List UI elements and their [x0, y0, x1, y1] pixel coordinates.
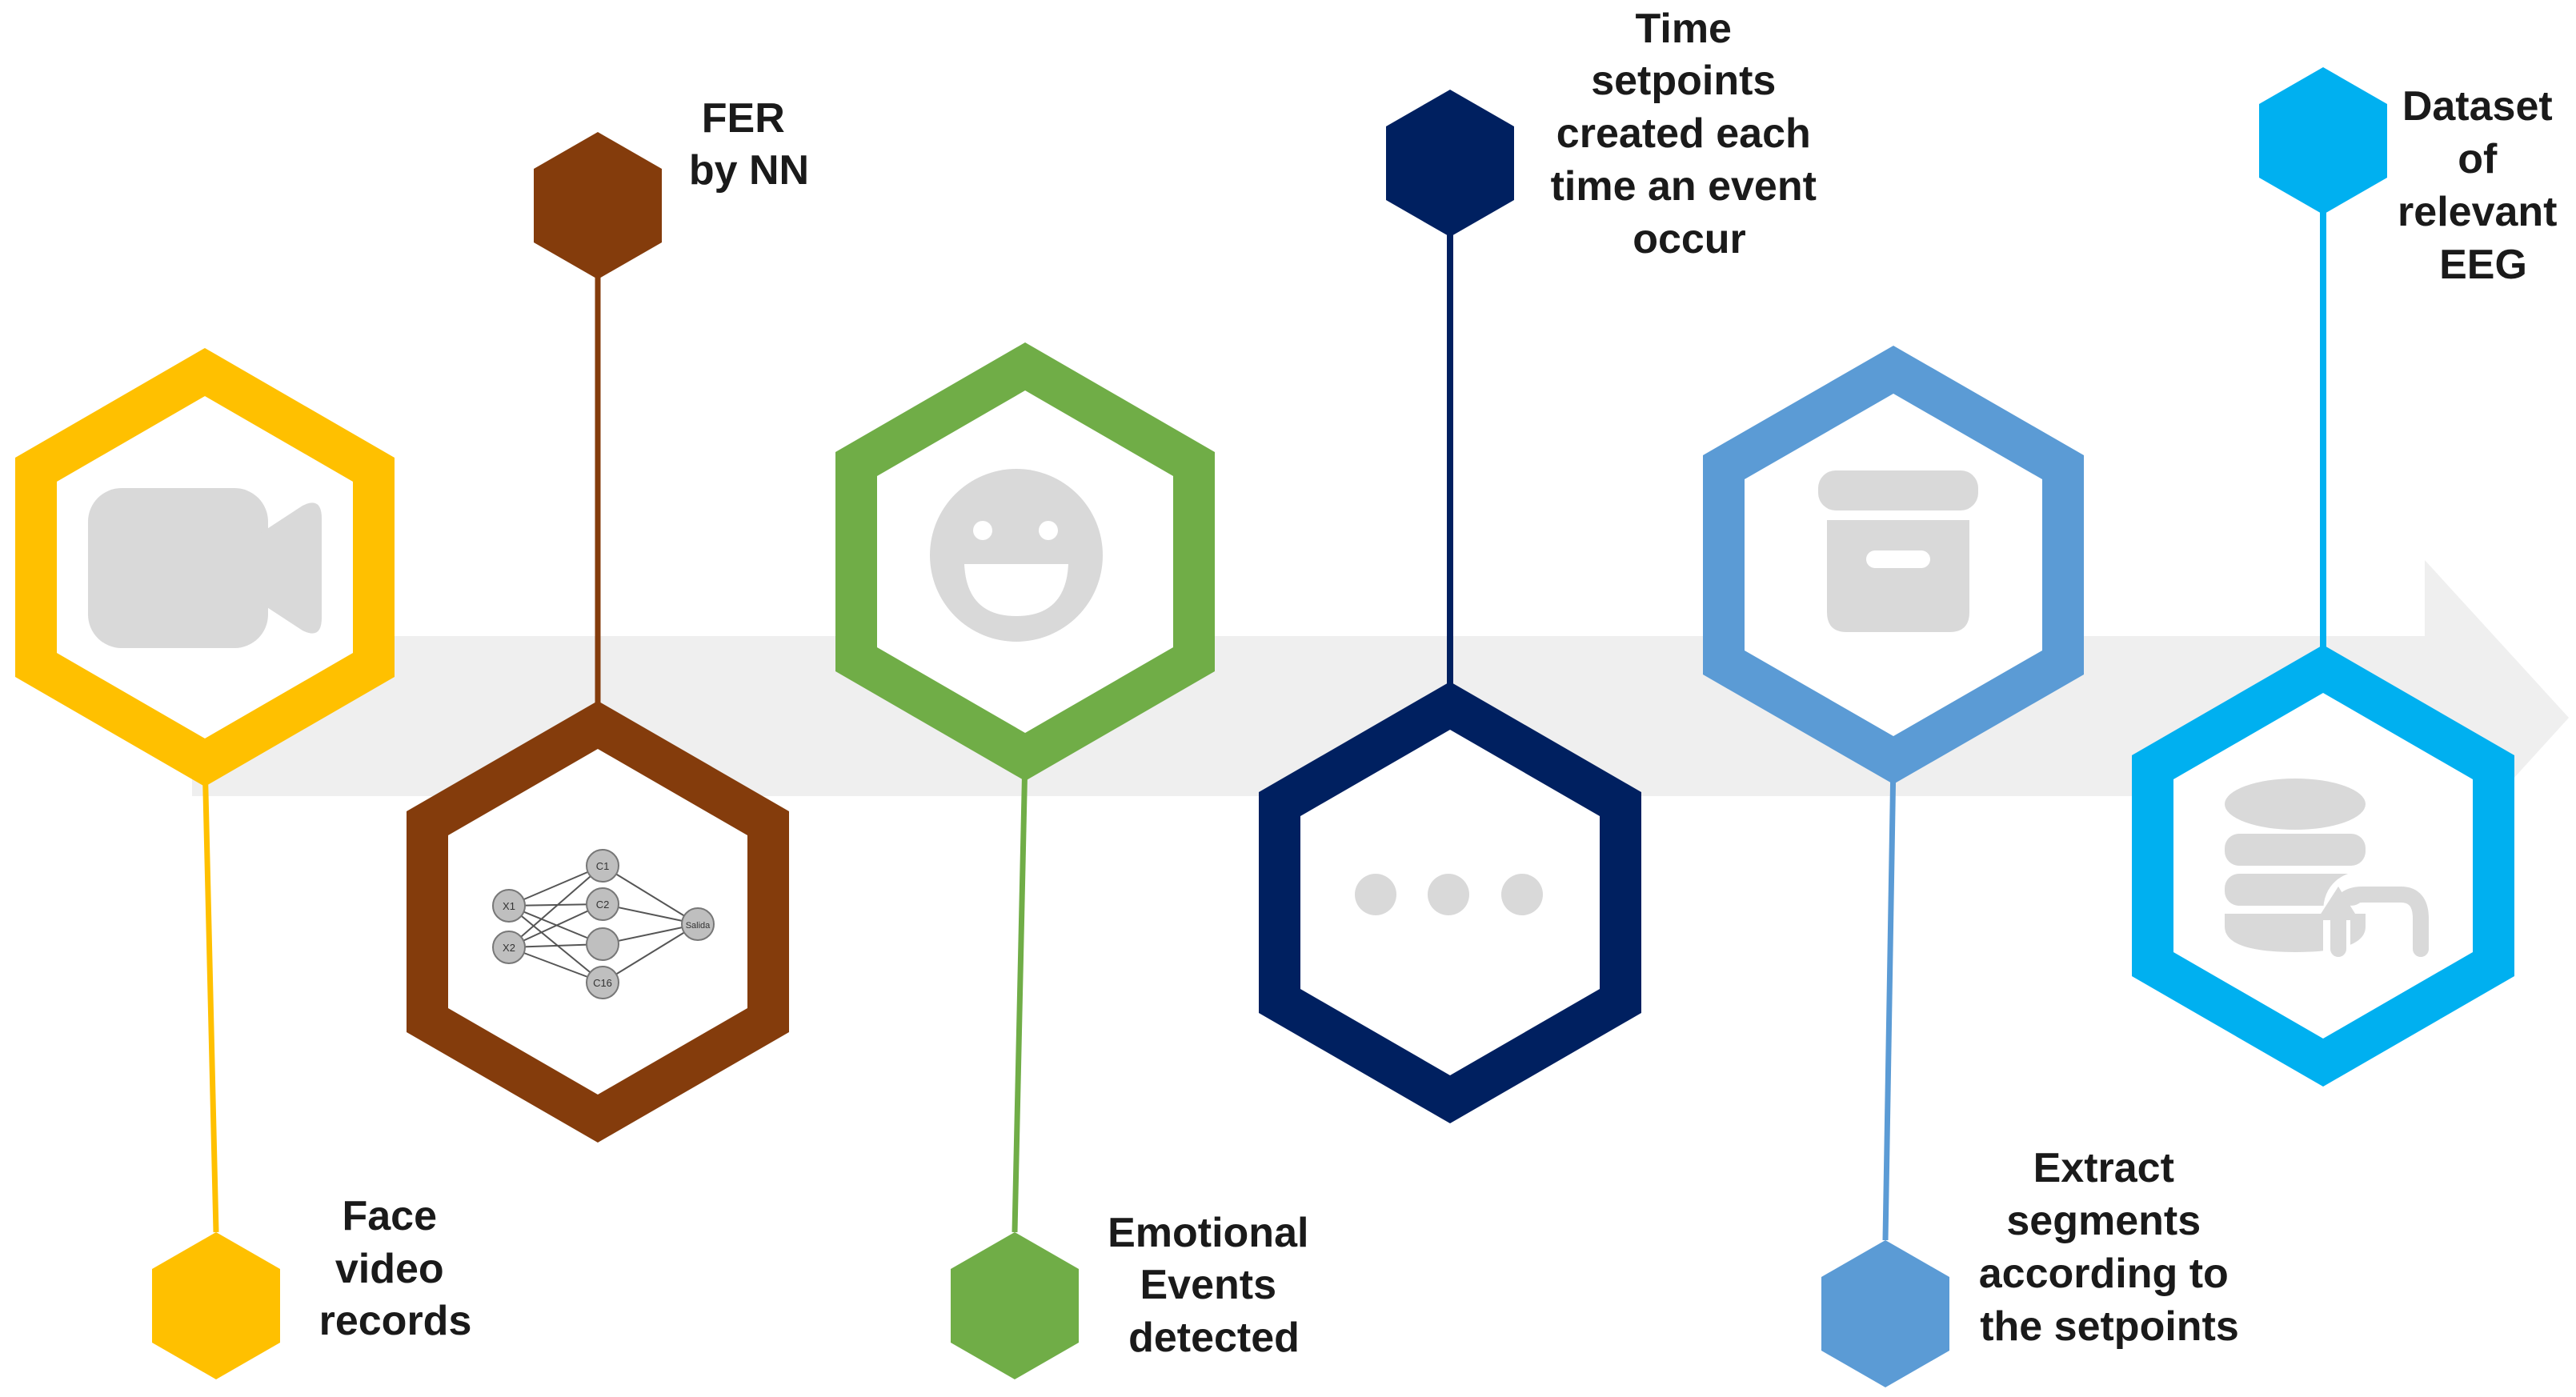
step-small-hexagon	[951, 1232, 1079, 1379]
nn-node-label: C2	[596, 899, 610, 911]
nn-node-label: X1	[503, 900, 515, 912]
nn-node-label: C16	[593, 977, 612, 989]
step-small-hexagon	[152, 1232, 280, 1379]
connector-line	[1012, 756, 1028, 1233]
ellipsis-icon	[1355, 874, 1543, 915]
step-big-hexagon	[407, 700, 789, 1143]
nn-node-label: Salida	[686, 921, 711, 931]
step-small-hexagon	[2259, 67, 2387, 214]
step-face-video: Face video records	[15, 347, 472, 1379]
step-small-hexagon	[534, 132, 662, 279]
video-camera-icon	[88, 488, 322, 648]
step-time-setpoints: Time setpoints created each time an even…	[1259, 6, 1829, 1124]
step-emotional-events: Emotional Events detected	[835, 342, 1320, 1379]
database-restore-icon	[2225, 779, 2429, 957]
nn-node-label: X2	[503, 942, 515, 954]
step-label: Time setpoints created each time an even…	[1551, 6, 1829, 262]
step-label: Face video records	[319, 1193, 472, 1344]
step-label: FER by NN	[689, 95, 809, 194]
step-eeg-dataset: Dataset of relevant EEG	[2132, 67, 2569, 1087]
archive-box-icon	[1818, 470, 1978, 632]
nn-node-label: C1	[596, 860, 610, 872]
step-fer-nn: X1 X2 C1 C2 C16 Salida FER by NN	[407, 95, 809, 1143]
connector-line	[1882, 759, 1897, 1241]
connector-line	[202, 758, 219, 1233]
step-label: Emotional Events detected	[1108, 1210, 1320, 1361]
step-extract-segments: Extract segments according to the setpoi…	[1703, 346, 2240, 1387]
step-small-hexagon	[1386, 90, 1514, 237]
step-label: Dataset of relevant EEG	[2398, 83, 2569, 288]
smiley-face-icon	[930, 469, 1103, 642]
neural-network-icon: X1 X2 C1 C2 C16 Salida	[492, 849, 715, 999]
step-small-hexagon	[1821, 1240, 1949, 1387]
step-label: Extract segments according to the setpoi…	[1979, 1145, 2240, 1350]
